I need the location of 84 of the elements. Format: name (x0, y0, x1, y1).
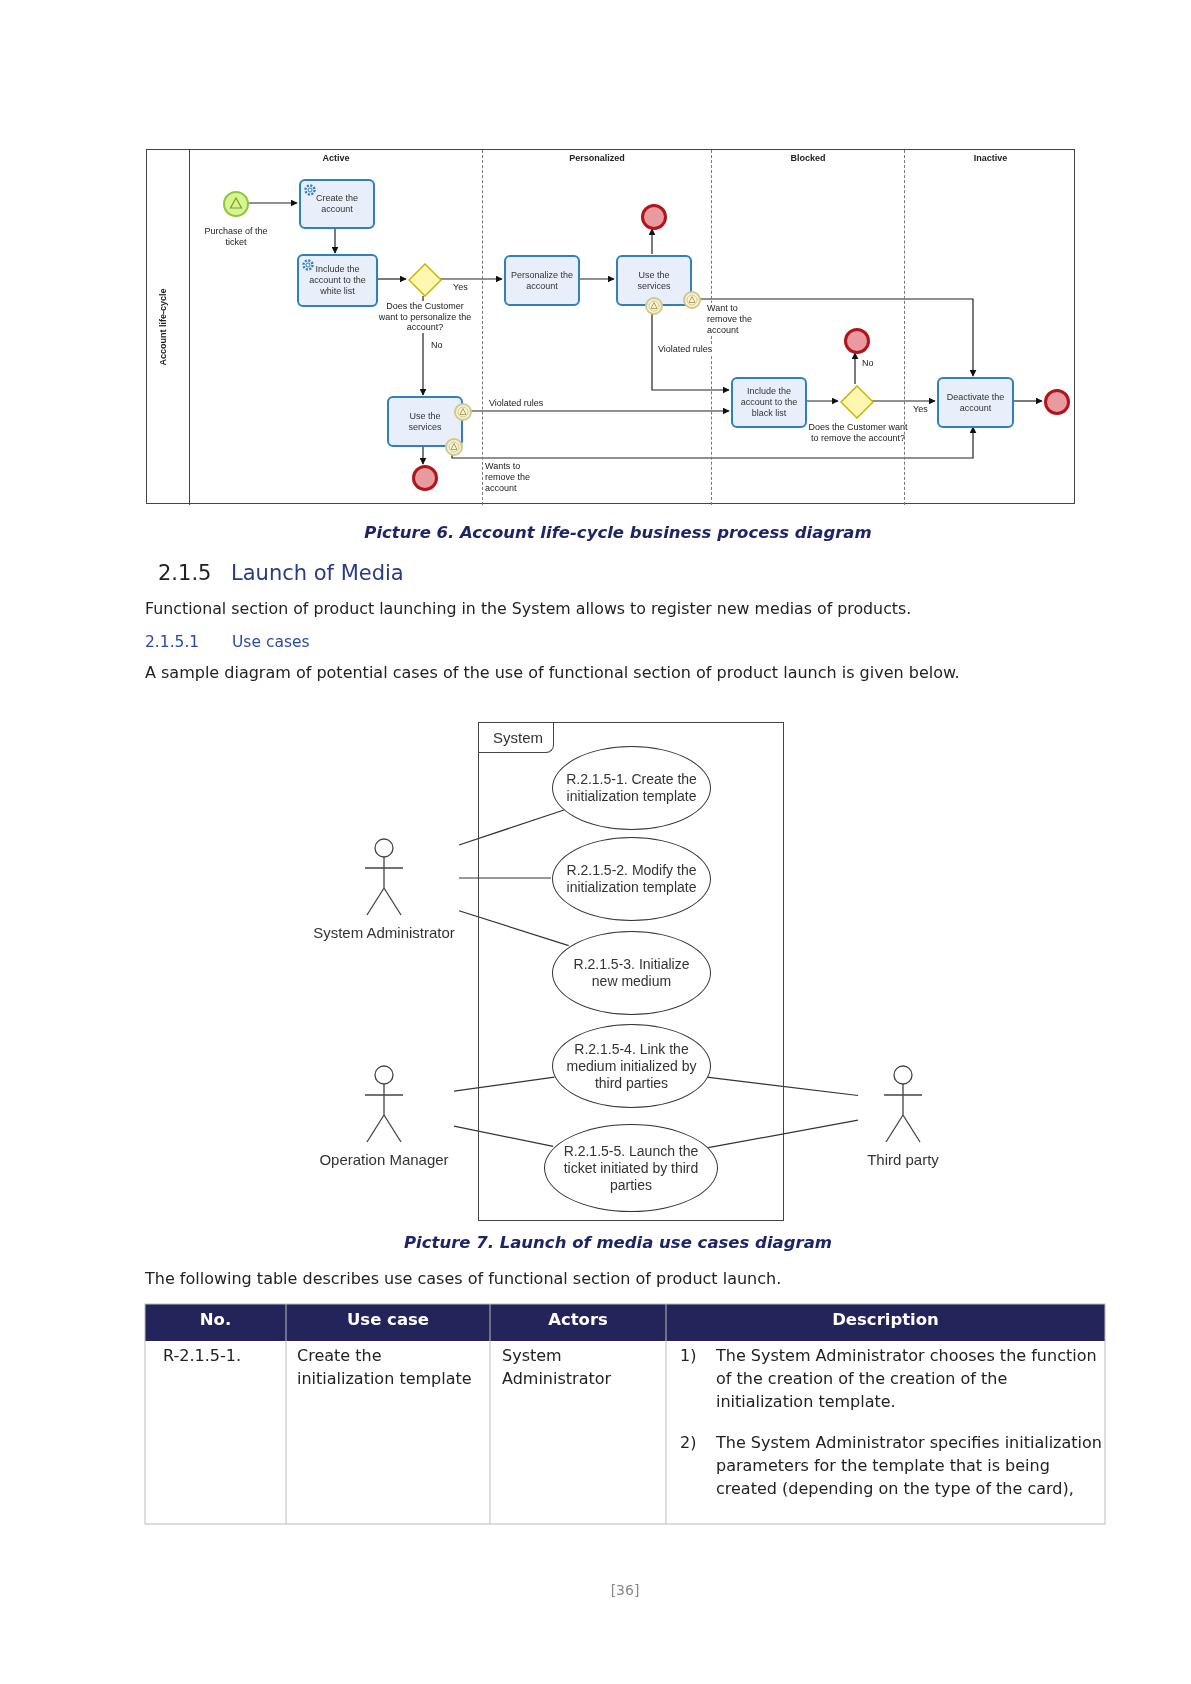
task-box (299, 179, 375, 229)
table-cell-text: Create the initialization template (297, 1345, 473, 1390)
page-number: [36] (609, 1582, 641, 1598)
start-event-circle (223, 191, 249, 217)
task-label: Create the account (315, 193, 359, 215)
actor: Third party (858, 1065, 948, 1168)
boundary-event-circle (445, 438, 463, 456)
edge-label: Yes (452, 282, 469, 293)
paragraph: The following table describes use cases of functional section of product launch. (145, 1268, 782, 1290)
boundary-event-circle (645, 297, 663, 315)
lane-title: Active (322, 153, 350, 163)
table-cell-text: System Administrator (502, 1345, 613, 1390)
section-heading: Launch of Media (231, 561, 404, 585)
paragraph: Functional section of product launching in the System allows to register new medias of products. (145, 598, 912, 620)
boundary-event-circle (683, 291, 701, 309)
arrow (331, 227, 339, 254)
arrow (451, 426, 977, 459)
association-line (458, 809, 565, 846)
task-label: Personalize the account (510, 269, 574, 292)
column-header: Use case (345, 1310, 431, 1329)
edge-label: Yes (912, 404, 929, 415)
gateway-question: Does the Customer want to personalize the account? (378, 301, 472, 333)
arrow (419, 445, 427, 465)
arrow (871, 397, 936, 405)
task-box (731, 377, 807, 428)
end-event-circle (412, 465, 438, 491)
table-cell-text: R-2.1.5-1. (163, 1345, 241, 1367)
gateway-diamond (408, 263, 442, 297)
pool-label: Account life-cycle (158, 288, 168, 365)
association-line (453, 1076, 555, 1092)
list-item-text: The System Administrator specifies initialization parameters for the template that is being created (depending on the type of the card), (716, 1432, 1102, 1500)
end-event-circle (844, 328, 870, 354)
actor: Operation Manager (314, 1065, 454, 1168)
actor: System Administrator (309, 838, 459, 941)
end-event-circle (1044, 389, 1070, 415)
gateway-diamond (840, 385, 874, 419)
use-case-ellipse: R.2.1.5-3. Initialize new medium (552, 931, 711, 1015)
section-number: 2.1.5 (158, 561, 212, 585)
task-label: Use the services (407, 410, 443, 433)
task-box (504, 255, 580, 306)
end-event-circle (641, 204, 667, 230)
column-header: Actors (547, 1310, 609, 1329)
boundary-event-circle (454, 403, 472, 421)
arrow (651, 313, 730, 394)
task-box (937, 377, 1014, 428)
list-item-text: The System Administrator chooses the function of the creation of the creation of the initialization template. (716, 1345, 1098, 1413)
task-label: Include the account to the white list (308, 264, 367, 297)
system-tab: System (479, 723, 554, 753)
task-box (297, 254, 378, 307)
list-number: 1) (680, 1345, 697, 1367)
task-box (616, 255, 692, 306)
association-line (458, 910, 570, 947)
arrow (439, 275, 503, 283)
arrow (648, 228, 656, 255)
task-label: Use the services (636, 269, 672, 292)
figure-caption: Picture 6. Account life-cycle business process diagram (363, 523, 873, 542)
arrow (851, 352, 859, 385)
subsection-number: 2.1.5.1 (145, 633, 200, 651)
subsection-heading: Use cases (232, 633, 310, 651)
edge-label: No (861, 358, 875, 369)
column-header: Description (831, 1310, 940, 1329)
lane-title: Blocked (790, 153, 826, 163)
paragraph: A sample diagram of potential cases of the use of functional section of product launch is given below. (145, 662, 961, 684)
use-case-ellipse: R.2.1.5-5. Launch the ticket initiated by third parties (544, 1124, 718, 1212)
lane-title: Inactive (973, 153, 1008, 163)
system-boundary (478, 722, 784, 1221)
association-line (458, 877, 552, 879)
association-line (707, 1119, 859, 1149)
use-case-ellipse: R.2.1.5-4. Link the medium initialized by third parties (552, 1024, 711, 1108)
task-label: Include the account to the black list (739, 386, 799, 419)
figure-caption: Picture 7. Launch of media use cases diagram (403, 1233, 833, 1252)
column-header: No. (198, 1310, 233, 1329)
pool-frame (146, 149, 1075, 504)
edge-label: Violated rules (488, 398, 545, 409)
edge-label: Violated rules (657, 344, 714, 355)
association-line (453, 1125, 554, 1147)
lane-title: Personalized (569, 153, 625, 163)
edge-label: No (430, 340, 444, 351)
list-number: 2) (680, 1432, 697, 1454)
gateway-question: Does the Customer want to remove the account? (808, 422, 908, 443)
task-box (387, 396, 463, 447)
task-label: Deactivate the account (945, 391, 1006, 414)
use-case-ellipse: R.2.1.5-2. Modify the initialization template (552, 837, 711, 921)
use-case-ellipse: R.2.1.5-1. Create the initialization template (552, 746, 711, 830)
